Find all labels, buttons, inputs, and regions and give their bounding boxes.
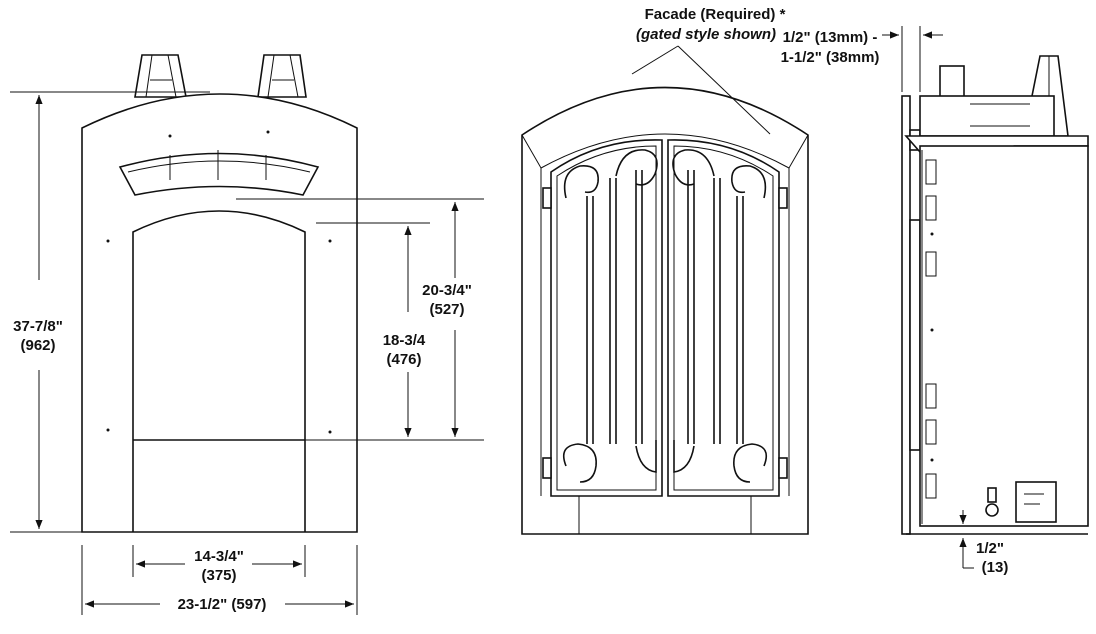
top-bracket-right (257, 54, 307, 98)
top-bracket-left (134, 54, 187, 98)
side-view: 1/2" (13mm) - 1-1/2" (38mm) 1/2" (13) (781, 26, 1089, 576)
side-offset-label-1: 1/2" (13mm) - (783, 29, 878, 46)
firebox-outline (81, 93, 358, 533)
opening-height-inner-metric: (476) (386, 351, 421, 368)
facade-subtitle: (gated style shown) (636, 26, 776, 43)
opening-width-metric: (375) (201, 567, 236, 584)
opening-height-outer-metric: (527) (429, 301, 464, 318)
opening-height-inner-label: 18-3/4 (383, 332, 426, 349)
opening-width-label: 14-3/4" (194, 548, 244, 565)
side-bottom-label: 1/2" (976, 540, 1004, 557)
firebox-body-side (919, 145, 1089, 527)
opening-height-outer-label: 20-3/4" (422, 282, 472, 299)
gate-door-left (550, 139, 663, 497)
facade-plate (901, 95, 911, 535)
front-view: 37-7/8" (962) 20-3/4" (527) 18-3/4 (476)… (10, 54, 484, 615)
side-bottom-metric: (13) (982, 559, 1009, 576)
overall-height-metric: (962) (20, 337, 55, 354)
overall-height-label: 37-7/8" (13, 318, 63, 335)
louver-vent (118, 150, 320, 196)
side-offset-label-2: 1-1/2" (38mm) (781, 49, 880, 66)
firebox-opening (132, 210, 306, 532)
facade-title: Facade (Required) * (645, 6, 786, 23)
gate-door-right (667, 139, 780, 497)
overall-width-label: 23-1/2" (597) (178, 596, 267, 613)
facade-view: Facade (Required) * (gated style shown) (521, 6, 809, 535)
facade-outline (521, 86, 809, 535)
